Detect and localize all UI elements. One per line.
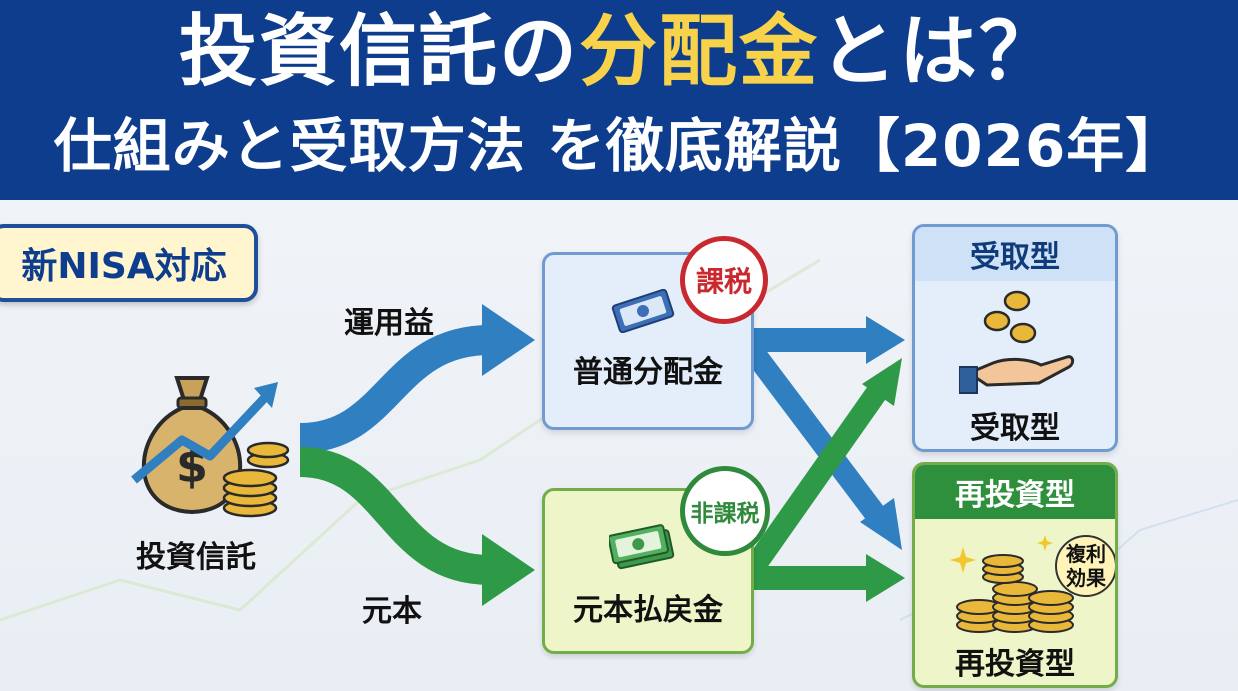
principal-refund-label: 元本払戻金 xyxy=(573,593,723,628)
ordinary-to-reinvest-arrow xyxy=(743,343,889,527)
bubble-line2: 効果 xyxy=(1066,566,1106,590)
tax-seal-red: 課税 xyxy=(680,236,768,324)
title-part1: 投資信託の xyxy=(178,7,579,97)
principal-flow-arrow xyxy=(299,447,491,585)
title-highlight: 分配金 xyxy=(578,7,819,97)
compound-effect-bubble: 複利 効果 xyxy=(1055,535,1115,597)
refund-to-receive-arrow xyxy=(743,381,889,577)
reinvest-option-label: 再投資型 xyxy=(955,647,1075,682)
distribution-diagram: 新NISA対応 $ 投資信託 運用益 元本 xyxy=(0,200,1238,691)
flow-arrows xyxy=(299,304,905,606)
tax-exempt-seal: 非課税 xyxy=(680,466,770,556)
nisa-badge: 新NISA対応 xyxy=(0,224,258,302)
title-part2: とは？ xyxy=(819,7,1060,97)
ordinary-distribution-label: 普通分配金 xyxy=(573,355,723,390)
principal-label: 元本 xyxy=(362,594,422,629)
reinvest-option-header: 再投資型 xyxy=(915,465,1115,519)
money-bag-icon: $ xyxy=(131,376,290,518)
banknote-icon xyxy=(611,289,675,333)
page-subtitle: 仕組みと受取方法 を徹底解説【2026年】 xyxy=(53,112,1185,180)
receive-option-header: 受取型 xyxy=(915,227,1115,281)
receive-option-box: 受取型 受取型 xyxy=(912,224,1118,452)
income-flow-arrow xyxy=(299,325,491,453)
income-label: 運用益 xyxy=(344,306,434,341)
reinvest-option-box: 再投資型 複利 効果 再投資型 xyxy=(912,462,1118,688)
source-label: 投資信託 xyxy=(136,540,256,575)
hand-coins-icon xyxy=(959,290,1075,394)
coin-stacks-icon xyxy=(950,535,1074,633)
header-banner: 投資信託の分配金とは？ 仕組みと受取方法 を徹底解説【2026年】 xyxy=(0,0,1238,200)
bubble-line1: 複利 xyxy=(1066,542,1106,566)
page-title: 投資信託の分配金とは？ xyxy=(0,4,1238,100)
receive-option-label: 受取型 xyxy=(970,411,1060,446)
banknote-icon xyxy=(609,524,675,570)
